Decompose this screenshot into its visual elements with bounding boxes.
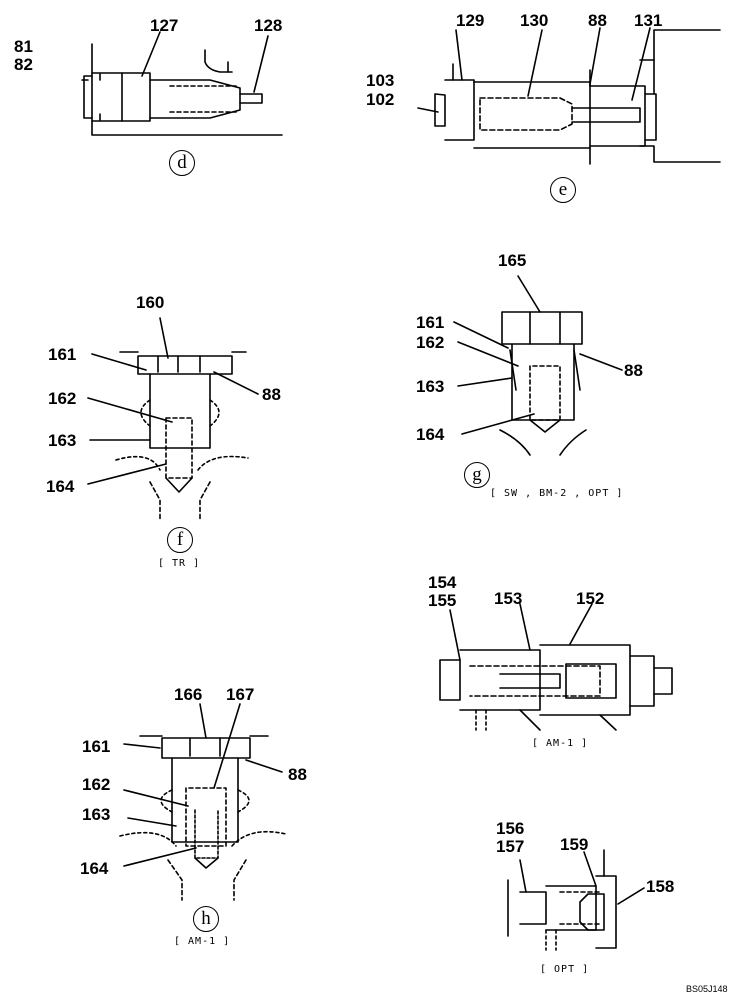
- label-156: 156: [496, 819, 525, 838]
- caption-opt: [ OPT ]: [540, 964, 590, 975]
- label-165: 165: [498, 251, 527, 270]
- view-e-drawing: [417, 27, 721, 165]
- caption-f: [ TR ]: [158, 558, 201, 569]
- label-102: 102: [366, 90, 395, 109]
- label-131: 131: [634, 11, 663, 30]
- label-159: 159: [560, 835, 589, 854]
- caption-g: [ SW , BM-2 , OPT ]: [490, 488, 624, 499]
- label-130: 130: [520, 11, 549, 30]
- label-164-g: 164: [416, 425, 445, 444]
- label-162-f: 162: [48, 389, 77, 408]
- label-163-f: 163: [48, 431, 77, 450]
- label-158: 158: [646, 877, 675, 896]
- label-88-h: 88: [288, 765, 307, 784]
- label-155: 155: [428, 591, 457, 610]
- view-marker-g: g: [464, 462, 490, 488]
- view-marker-d: d: [169, 150, 195, 176]
- label-162-g: 162: [416, 333, 445, 352]
- label-164-h: 164: [80, 859, 109, 878]
- view-opt-drawing: [507, 849, 645, 951]
- label-157: 157: [496, 837, 525, 856]
- label-166: 166: [174, 685, 203, 704]
- label-152: 152: [576, 589, 605, 608]
- view-marker-h: h: [193, 906, 219, 932]
- label-153: 153: [494, 589, 523, 608]
- label-164-f: 164: [46, 477, 75, 496]
- label-161-f: 161: [48, 345, 77, 364]
- label-88-f: 88: [262, 385, 281, 404]
- label-161-h: 161: [82, 737, 111, 756]
- label-154: 154: [428, 573, 457, 592]
- view-g-drawing: [453, 275, 623, 456]
- view-marker-e: e: [550, 177, 576, 203]
- caption-h: [ AM-1 ]: [174, 936, 231, 947]
- label-127: 127: [150, 16, 179, 35]
- view-d-drawing: [81, 31, 283, 136]
- label-163-h: 163: [82, 805, 111, 824]
- caption-am1-relief: [ AM-1 ]: [532, 738, 589, 749]
- label-161-g: 161: [416, 313, 445, 332]
- drawing-code: BS05J148: [686, 984, 728, 994]
- view-am1-relief-drawing: [439, 603, 673, 731]
- label-167: 167: [226, 685, 255, 704]
- label-162-h: 162: [82, 775, 111, 794]
- label-160: 160: [136, 293, 165, 312]
- label-81: 81: [14, 37, 33, 56]
- view-h-drawing: [119, 703, 287, 901]
- label-88-e: 88: [588, 11, 607, 30]
- view-f-drawing: [87, 317, 259, 521]
- label-103: 103: [366, 71, 395, 90]
- view-marker-f: f: [167, 527, 193, 553]
- label-88-g: 88: [624, 361, 643, 380]
- label-163-g: 163: [416, 377, 445, 396]
- label-82: 82: [14, 55, 33, 74]
- label-129: 129: [456, 11, 485, 30]
- label-128: 128: [254, 16, 283, 35]
